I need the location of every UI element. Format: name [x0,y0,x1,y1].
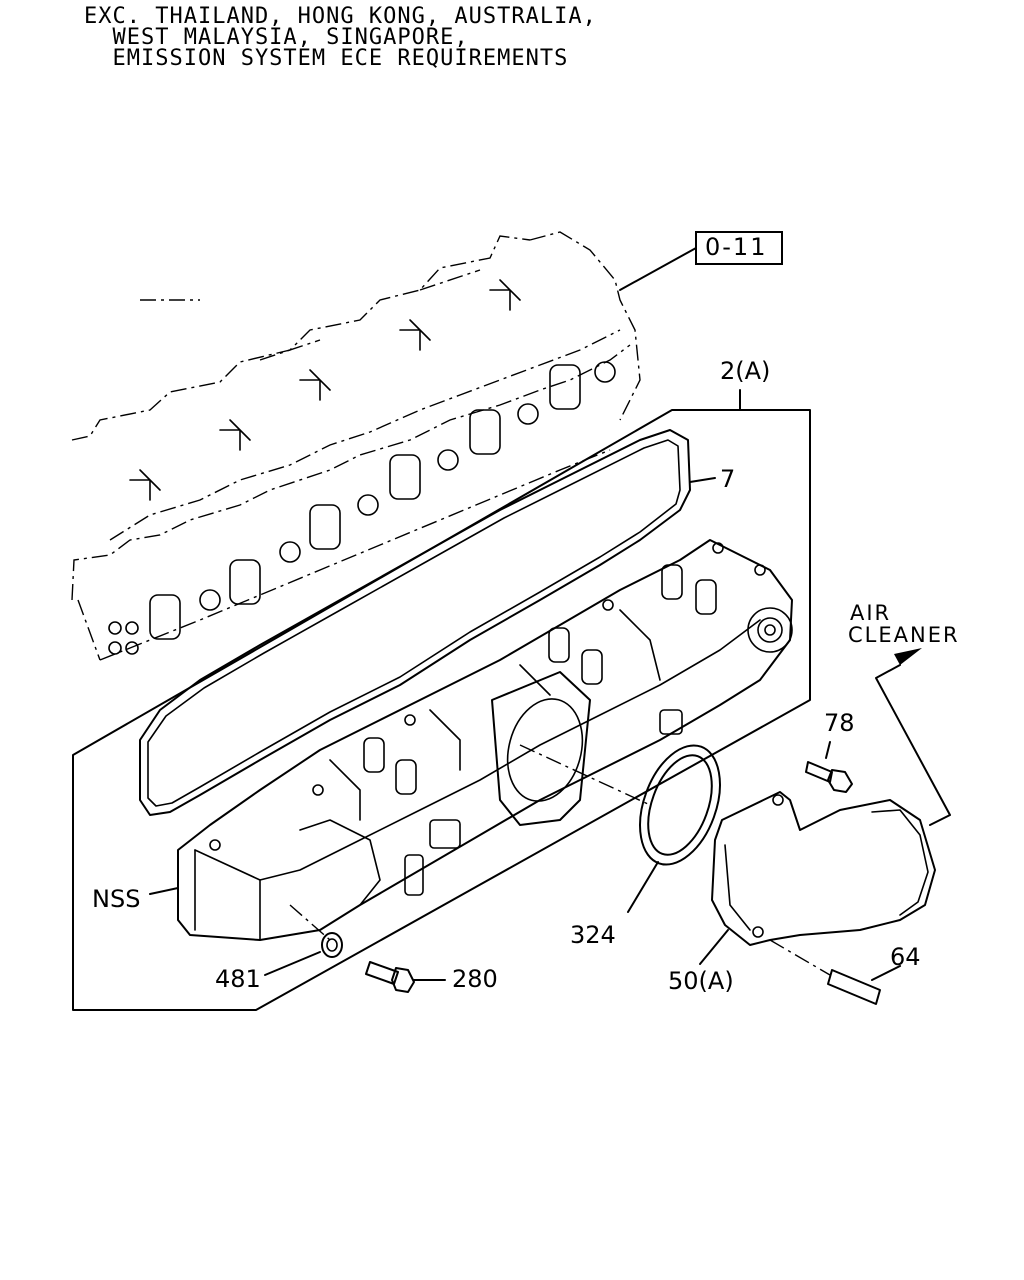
stud-64-label: 64 [890,943,921,971]
assy-label: 2(A) [720,357,771,385]
duct-label: 50(A) [668,967,734,995]
gasket-outline [139,429,691,816]
stud-64-drawing [769,939,881,1005]
air-cleaner-arrow [875,648,951,826]
plug-481-drawing [321,932,343,958]
bolt-78-label: 78 [824,709,855,737]
bolt-78-drawing [805,761,853,793]
gasket-label: 7 [720,465,736,493]
seal-ring-drawing [639,744,721,866]
header-notes: EXC. THAILAND, HONG KONG, AUSTRALIA, WES… [84,4,597,71]
air-cleaner-label-1: AIR [850,601,892,625]
bolt-280-label: 280 [452,965,498,993]
header-note-line-1: EXC. THAILAND, HONG KONG, AUSTRALIA, [84,4,597,29]
air-cleaner-label-2: CLEANER [848,623,960,647]
assy-bracket [72,389,811,1011]
cylinder-head-drawing [71,231,641,661]
header-note-line-2: WEST MALAYSIA, SINGAPORE, [84,25,469,50]
ref-box-label: 0-11 [705,233,768,261]
intake-manifold-drawing [177,539,793,941]
air-duct-drawing [711,791,936,946]
seal-ring-label: 324 [570,921,616,949]
header-note-line-3: EMISSION SYSTEM ECE REQUIREMENTS [84,46,569,71]
bolt-280-drawing [365,961,415,993]
plug-label: 481 [215,965,261,993]
nss-label: NSS [92,885,141,913]
